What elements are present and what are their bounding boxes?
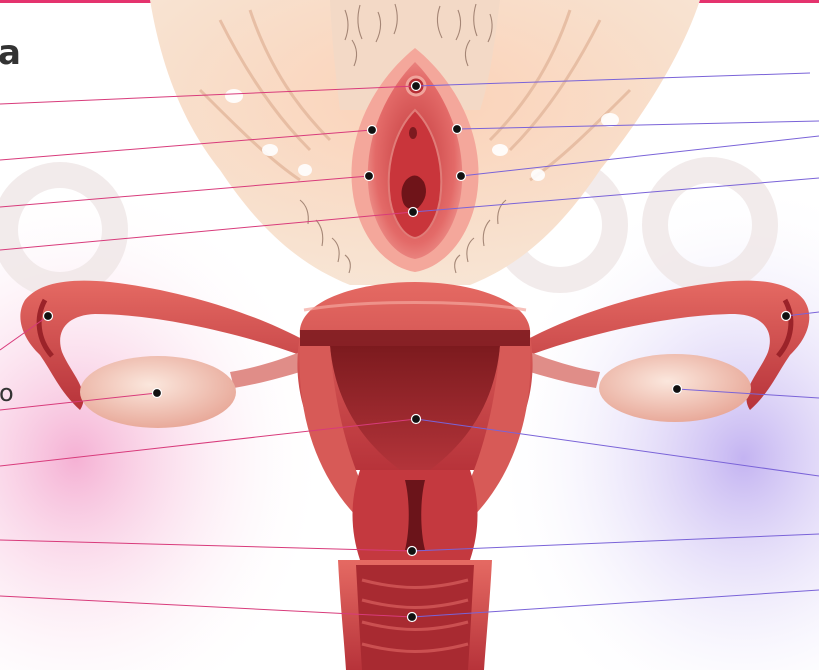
left-label-fragment: o xyxy=(0,381,14,405)
marker-vagina xyxy=(408,613,417,622)
marker-ovary-left xyxy=(153,389,162,398)
marker-fallopian-tube-left xyxy=(44,312,53,321)
marker-cervix xyxy=(408,547,417,556)
marker-labia-right xyxy=(453,125,462,134)
marker-labia-left xyxy=(368,126,377,135)
title-fragment: a xyxy=(0,36,21,70)
marker-fallopian-tube-right xyxy=(782,312,791,321)
marker-uterus xyxy=(412,415,421,424)
marker-inner-labia-right xyxy=(457,172,466,181)
marker-inner-labia-left xyxy=(365,172,374,181)
marker-vaginal-opening xyxy=(409,208,418,217)
marker-clitoris xyxy=(412,82,421,91)
marker-ovary-right xyxy=(673,385,682,394)
